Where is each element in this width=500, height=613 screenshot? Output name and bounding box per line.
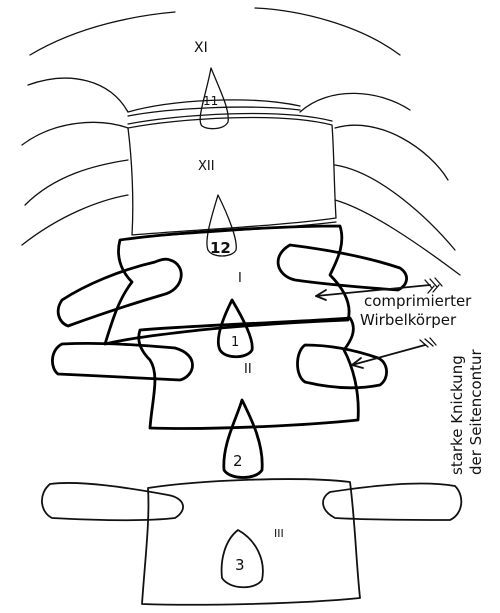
vertebra-xii-label: XII (198, 159, 215, 174)
rib-line-right-2 (300, 93, 410, 112)
transverse-process-l1-right (278, 245, 406, 290)
transverse-process-l3-right (323, 484, 461, 520)
rib-line-right-4 (335, 165, 455, 250)
rib-line-left-2 (28, 78, 128, 112)
vertebra-l3: III 3 (42, 479, 461, 605)
rib-line-left-5 (22, 195, 128, 245)
spinous-process-1-number: 1 (231, 335, 239, 350)
vertebra-l3-label: III (274, 527, 284, 540)
vertebra-l1: I 1 (58, 226, 406, 357)
arrow-kink-line (352, 345, 425, 365)
transverse-process-l2-right (298, 345, 387, 388)
annotation-kink: starke Knickung der Seitencontur (352, 338, 485, 475)
rib-line-right-top (255, 8, 400, 55)
vertebra-xi-label: XI (194, 40, 208, 56)
annotation-kink-line2: der Seitencontur (467, 348, 485, 475)
rib-contours (22, 8, 460, 275)
annotation-kink-line1: starke Knickung (448, 355, 466, 475)
rib-line-left-3 (22, 122, 128, 145)
vertebra-xii-upper-endplate (128, 114, 332, 124)
vertebra-l1-label: I (238, 271, 242, 286)
annotation-compressed-line2: Wirbelkörper (360, 311, 457, 329)
spinous-process-11-number: 11 (203, 94, 218, 108)
vertebra-xii-body (128, 118, 336, 235)
annotation-compressed-line1: comprimierter (364, 292, 472, 310)
rib-line-right-5 (335, 200, 460, 275)
transverse-process-l3-left (42, 483, 183, 520)
transverse-process-l1-left (58, 259, 181, 326)
rib-line-left-top (30, 12, 175, 55)
spinous-process-2 (224, 400, 262, 478)
spinous-process-2-number: 2 (233, 452, 243, 470)
rib-line-right-3 (335, 125, 448, 180)
vertebra-xi: XI 11 (128, 40, 300, 129)
spinous-process-12-number: 12 (210, 239, 231, 257)
vertebra-l2-label: II (244, 362, 252, 377)
spinous-process-3-number: 3 (235, 556, 245, 574)
transverse-process-l2-left (52, 343, 192, 380)
